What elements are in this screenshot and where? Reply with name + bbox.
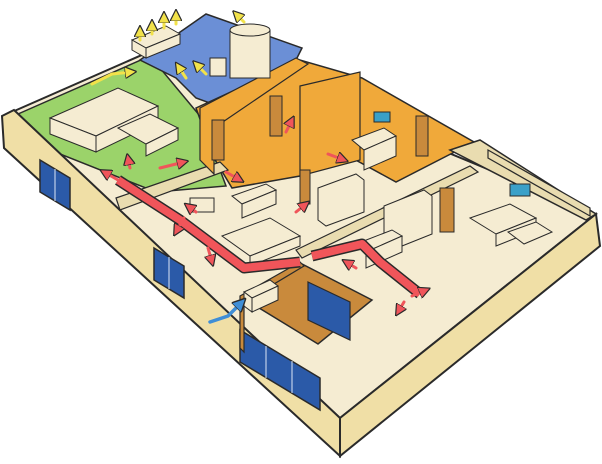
door-hall-1 bbox=[212, 120, 224, 160]
living-painting bbox=[510, 184, 530, 196]
bathroom-sink bbox=[210, 58, 226, 76]
wall-hall-arch bbox=[300, 72, 360, 176]
door-hall-2 bbox=[270, 96, 282, 136]
shower-cabin bbox=[230, 24, 270, 78]
door-bedroom bbox=[300, 170, 310, 204]
door-hall-3 bbox=[416, 116, 428, 156]
hall-painting bbox=[374, 112, 390, 122]
door-living bbox=[440, 188, 454, 232]
